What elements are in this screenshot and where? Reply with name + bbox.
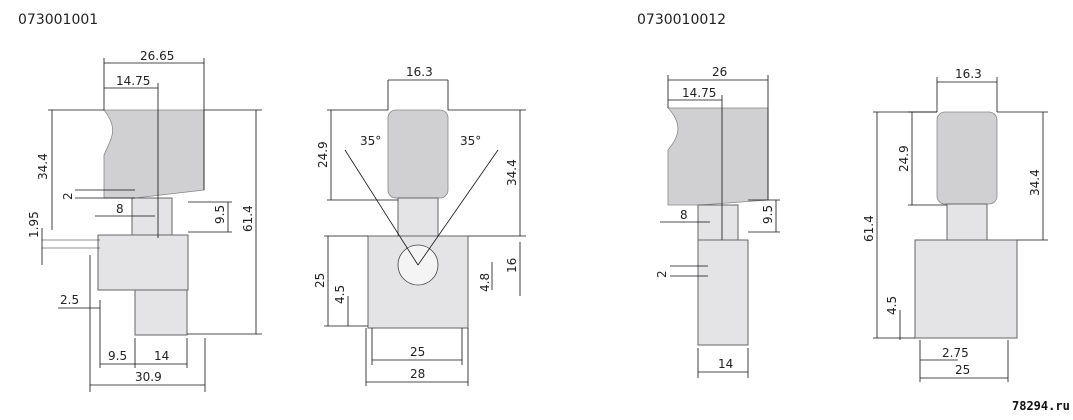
dim-35-left: 35° [360,134,381,148]
neck-front [397,197,439,237]
dim-26-65: 26.65 [140,49,174,63]
trigger-shape [103,109,205,199]
title-left: 073001001 [18,12,98,28]
dim-35-right: 35° [460,134,481,148]
dim-24-9: 24.9 [316,141,330,168]
dim-34-4-front: 34.4 [505,159,519,186]
dim-26: 26 [712,65,727,79]
dim-61-4-2: 61.4 [862,215,876,242]
dim-1-95: 1.95 [27,211,41,238]
neck-front-2 [946,203,988,241]
dim-14: 14 [154,349,169,363]
dim-24-9-2: 24.9 [897,145,911,172]
dim-61-4: 61.4 [241,205,255,232]
dim-28: 28 [410,367,425,381]
dim-25-side: 25 [313,273,327,288]
dim-9-5-bottom: 9.5 [108,349,127,363]
dim-9-5: 9.5 [213,205,227,224]
dim-2-75: 2.75 [942,346,969,360]
drawing-2-front-view: 16.3 24.9 35° 35° 34.4 25 4.5 4.8 16 25 … [313,65,526,386]
drawing-1-side-view: 26.65 14.75 34.4 2 8 9.5 61.4 1.95 2.5 9… [27,49,262,392]
trigger-shape-2 [667,107,769,206]
dim-16: 16 [505,258,519,273]
dim-8: 8 [116,202,124,216]
switch-body [97,234,189,291]
dim-2-2: 2 [655,270,669,278]
drawing-4-front-view: 16.3 24.9 34.4 61.4 4.5 2.75 25 [862,67,1048,382]
dim-2: 2 [61,192,75,200]
watermark-text: 78294.ru [1012,399,1070,413]
dim-25-2: 25 [955,363,970,377]
trigger-front [387,109,449,199]
drawing-3-side-view: 26 14.75 8 9.5 2 14 [655,65,780,378]
dim-34-4-2: 34.4 [1028,169,1042,196]
switch-neck [131,197,173,239]
switch-body-2 [697,239,749,346]
dim-14-75: 14.75 [116,74,150,88]
dim-2-5: 2.5 [60,293,79,307]
dim-8-2: 8 [680,208,688,222]
dim-16-3: 16.3 [406,65,433,79]
dim-14-75-2: 14.75 [682,86,716,100]
trigger-front-2 [936,111,998,205]
dim-14-2: 14 [718,357,733,371]
dim-9-5-2: 9.5 [761,205,775,224]
dim-4-5: 4.5 [333,285,347,304]
title-right: 0730010012 [637,12,726,28]
switch-neck-2 [697,204,739,241]
dim-4-5-2: 4.5 [885,296,899,315]
dim-4-8: 4.8 [478,273,492,292]
dim-25-bottom: 25 [410,345,425,359]
dim-34-4: 34.4 [36,153,50,180]
dim-30-9: 30.9 [135,370,162,384]
switch-base [134,289,188,336]
dim-16-3-2: 16.3 [955,67,982,81]
body-front-2 [914,239,1018,339]
